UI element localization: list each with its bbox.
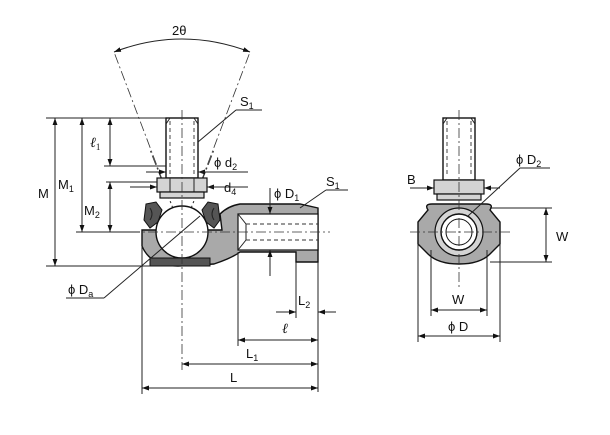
- dimension-phi-D1: ϕ D1: [267, 186, 299, 276]
- label-M: M: [38, 186, 49, 201]
- label-M1: M1: [58, 177, 74, 194]
- dimension-M2: M2: [84, 181, 157, 232]
- label-phi-D2: ϕ D2: [516, 152, 541, 169]
- dimension-phi-d2: ϕ d2: [146, 155, 248, 175]
- label-B: B: [407, 172, 416, 187]
- dimension-ell: ℓ: [237, 252, 318, 346]
- label-S1-side: S1: [326, 174, 340, 191]
- housing-body: [141, 203, 319, 267]
- front-housing: [417, 203, 501, 265]
- leader-S1-side: S1: [299, 174, 348, 209]
- dimension-d4: d4: [130, 180, 248, 197]
- label-L1: L1: [246, 346, 258, 363]
- front-view: B ϕ D2 W W ϕ D: [407, 110, 569, 342]
- label-W-bottom: W: [452, 292, 465, 307]
- leader-phi-D2: ϕ D2: [467, 152, 550, 217]
- dimension-L2: L2: [276, 262, 336, 392]
- dimension-phi-D: ϕ D: [417, 244, 501, 342]
- label-ell: ℓ: [282, 322, 288, 337]
- label-phi-d2: ϕ d2: [214, 155, 237, 172]
- leader-phi-Da: ϕ Da: [66, 215, 201, 299]
- label-L2: L2: [298, 293, 310, 310]
- label-phi-D1: ϕ D1: [274, 186, 299, 203]
- dimension-W-bottom: W: [430, 250, 488, 316]
- dimension-W-right: W: [490, 207, 569, 263]
- label-phi-D: ϕ D: [448, 319, 468, 334]
- label-S1-top: S1: [240, 94, 254, 111]
- label-M2: M2: [84, 203, 100, 220]
- dimension-l1: ℓ1: [90, 118, 166, 167]
- side-view: M M1 M2 ℓ1 S1 2θ ϕ d2: [38, 23, 348, 394]
- dimension-L: L: [141, 246, 318, 394]
- label-l1: ℓ1: [90, 136, 100, 152]
- label-angle: 2θ: [172, 23, 186, 38]
- dimension-L1: L1: [182, 346, 318, 367]
- label-W-right: W: [556, 229, 569, 244]
- label-L: L: [230, 370, 237, 385]
- leader-S1-top: S1: [197, 94, 262, 143]
- label-d4: d4: [224, 180, 236, 197]
- dimension-B: B: [407, 172, 500, 191]
- dimension-M: M: [38, 117, 166, 267]
- dimension-M1: M1: [58, 118, 140, 233]
- label-phi-Da: ϕ Da: [68, 282, 93, 299]
